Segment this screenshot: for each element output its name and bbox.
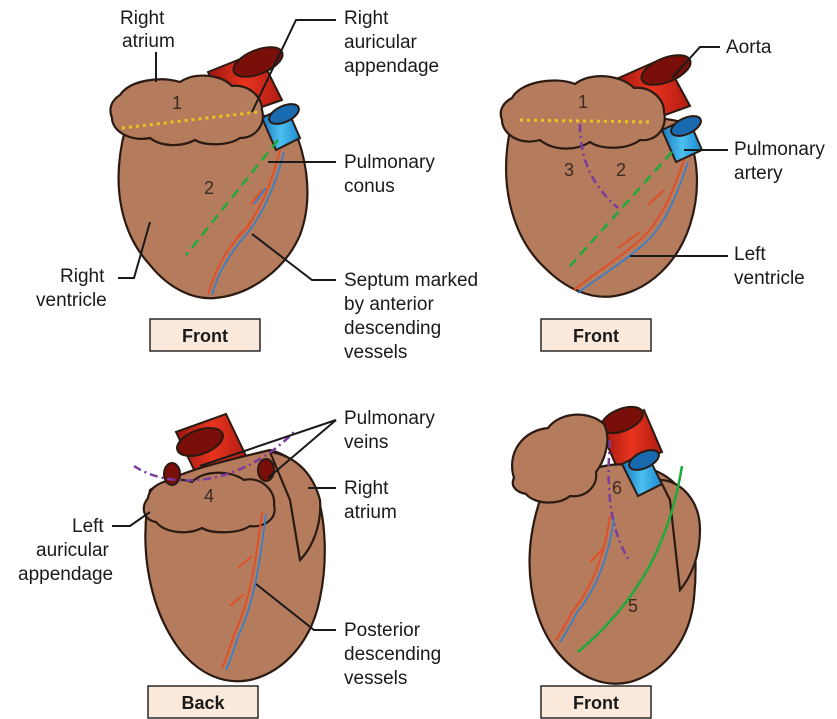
region-number: 1	[578, 92, 588, 112]
label-left-ventricle: Left	[734, 244, 766, 265]
label-pulmonary-conus: conus	[344, 176, 395, 197]
right-atrium-shape	[110, 76, 262, 145]
region-number: 2	[204, 178, 214, 198]
label-pulmonary-veins: Pulmonary	[344, 408, 435, 429]
label-left-auricular-appendage: auricular	[36, 540, 110, 561]
panel-caption: Front	[573, 326, 619, 346]
panel-caption: Back	[181, 693, 225, 713]
region-number: 1	[172, 93, 182, 113]
label-left-auricular-appendage: appendage	[18, 564, 113, 585]
region-number: 2	[616, 160, 626, 180]
label-left-ventricle: ventricle	[734, 268, 805, 289]
label-posterior-descending: Posterior	[344, 620, 421, 641]
label-right-auricular-appendage: Right	[344, 8, 389, 29]
label-pulmonary-veins: veins	[344, 432, 388, 453]
panel-front-1: 1 2 Right atrium Right auricular appenda…	[36, 8, 478, 363]
panel-back: 4 Pulmonary veins Right atrium Left auri…	[18, 408, 441, 718]
label-pulmonary-artery: Pulmonary	[734, 139, 825, 160]
label-septum: by anterior	[344, 294, 434, 315]
region-number: 6	[612, 478, 622, 498]
label-pulmonary-conus: Pulmonary	[344, 152, 435, 173]
label-septum: descending	[344, 318, 441, 339]
pulmonary-vein-right	[258, 459, 274, 481]
label-septum: vessels	[344, 342, 407, 363]
panel-caption: Front	[182, 326, 228, 346]
label-posterior-descending: descending	[344, 644, 441, 665]
region-number: 5	[628, 596, 638, 616]
label-right-auricular-appendage: auricular	[344, 32, 418, 53]
label-right-auricular-appendage: appendage	[344, 56, 439, 77]
panel-caption: Front	[573, 693, 619, 713]
label-left-auricular-appendage: Left	[72, 516, 104, 537]
panel-front-4: 6 5 Front	[512, 402, 700, 718]
region-number: 3	[564, 160, 574, 180]
panel-front-2: 1 2 3 Aorta Pulmonary artery Left ventri…	[501, 37, 826, 351]
label-right-ventricle: ventricle	[36, 290, 107, 311]
label-right-ventricle: Right	[60, 266, 105, 287]
label-septum: Septum marked	[344, 270, 478, 291]
atrium-shape	[501, 76, 665, 148]
region-number: 4	[204, 486, 214, 506]
label-posterior-descending: vessels	[344, 668, 407, 689]
pulmonary-vein-left	[164, 463, 180, 485]
label-aorta: Aorta	[726, 37, 772, 58]
label-right-atrium: atrium	[344, 502, 397, 523]
label-right-atrium: Right	[120, 8, 165, 29]
label-pulmonary-artery: artery	[734, 163, 783, 184]
label-right-atrium: atrium	[122, 31, 175, 52]
label-right-atrium: Right	[344, 478, 389, 499]
